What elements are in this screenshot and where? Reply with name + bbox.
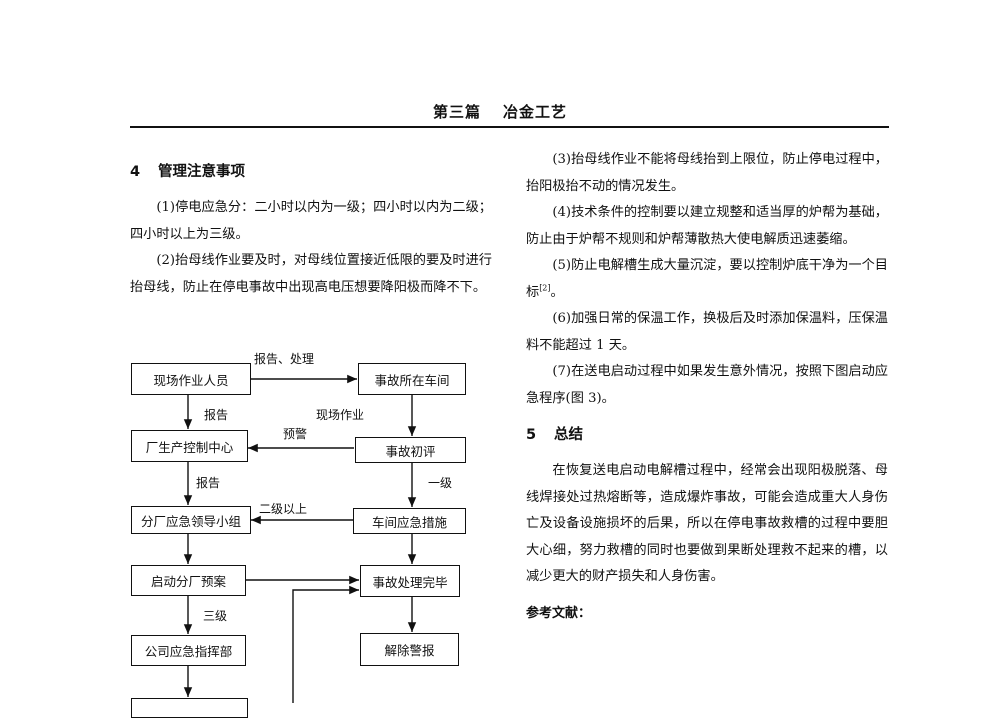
- item-7: (7)在送电启动过程中如果发生意外情况，按照下图启动应急程序(图 3)。: [526, 364, 888, 406]
- flowchart-connectors: [183, 374, 417, 703]
- label-warning: 预警: [283, 427, 308, 441]
- section-number: 5: [526, 427, 537, 443]
- box-plant-control: 厂生产控制中心: [131, 430, 248, 462]
- box-company-command: 公司应急指挥部: [131, 635, 246, 666]
- item-6: (6)加强日常的保温工作，换极后及时添加保温料，压保温料不能超过 1 天。: [526, 311, 888, 353]
- label-report-1: 报告: [204, 408, 229, 422]
- label-level-3: 三级: [203, 609, 228, 623]
- item-3: (3)抬母线作业不能将母线抬到上限位，防止停电过程中，抬阳极抬不动的情况发生。: [526, 152, 888, 194]
- right-column: (3)抬母线作业不能将母线抬到上限位，防止停电过程中，抬阳极抬不动的情况发生。 …: [526, 147, 888, 627]
- box-initial-eval: 事故初评: [355, 437, 466, 463]
- box-start-plan: 启动分厂预案: [131, 565, 246, 596]
- section-number: 4: [130, 164, 141, 180]
- part-title: 冶金工艺: [503, 103, 568, 121]
- item-5-end: 。: [550, 284, 564, 300]
- item-2: (2)抬母线作业要及时，对母线位置接近低限的要及时进行抬母线，防止在停电事故中出…: [130, 253, 492, 295]
- box-field-staff: 现场作业人员: [131, 363, 251, 395]
- left-column: 4 管理注意事项 (1)停电应急分：二小时以内为一级；四小时以内为二级；四小时以上…: [130, 157, 492, 301]
- label-field-work: 现场作业: [316, 408, 365, 422]
- section-title: 管理注意事项: [158, 164, 245, 180]
- section-5-heading: 5 总结: [526, 420, 888, 450]
- box-continued: [131, 698, 248, 718]
- box-workshop: 事故所在车间: [358, 363, 466, 395]
- header-rule: [130, 126, 889, 128]
- running-head: 第三篇 冶金工艺: [0, 101, 1000, 122]
- label-report-handle: 报告、处理: [254, 352, 315, 366]
- label-level-2-above: 二级以上: [259, 502, 308, 516]
- item-5: (5)防止电解槽生成大量沉淀，要以控制炉底干净为一个目标[2]。: [526, 253, 888, 306]
- item-4: (4)技术条件的控制要以建立规整和适当厚的炉帮为基础，防止由于炉帮不规则和炉帮薄…: [526, 205, 888, 247]
- box-branch-leader: 分厂应急领导小组: [131, 506, 251, 534]
- citation: [2]: [539, 283, 551, 293]
- box-accident-done: 事故处理完毕: [360, 565, 460, 597]
- section-title: 总结: [554, 427, 583, 443]
- label-level-1: 一级: [428, 476, 453, 490]
- section-4-heading: 4 管理注意事项: [130, 157, 492, 187]
- item-5-text: (5)防止电解槽生成大量沉淀，要以控制炉底干净为一个目标: [526, 258, 888, 300]
- label-report-2: 报告: [196, 476, 221, 490]
- part-label: 第三篇: [432, 103, 481, 121]
- box-workshop-measures: 车间应急措施: [353, 508, 466, 534]
- summary-paragraph: 在恢复送电启动电解槽过程中，经常会出现阳极脱落、母线焊接处过热熔断等，造成爆炸事…: [526, 463, 888, 584]
- item-1: (1)停电应急分：二小时以内为一级；四小时以内为二级；四小时以上为三级。: [130, 200, 492, 242]
- box-clear-alarm: 解除警报: [360, 633, 459, 666]
- references-heading: 参考文献：: [526, 605, 592, 621]
